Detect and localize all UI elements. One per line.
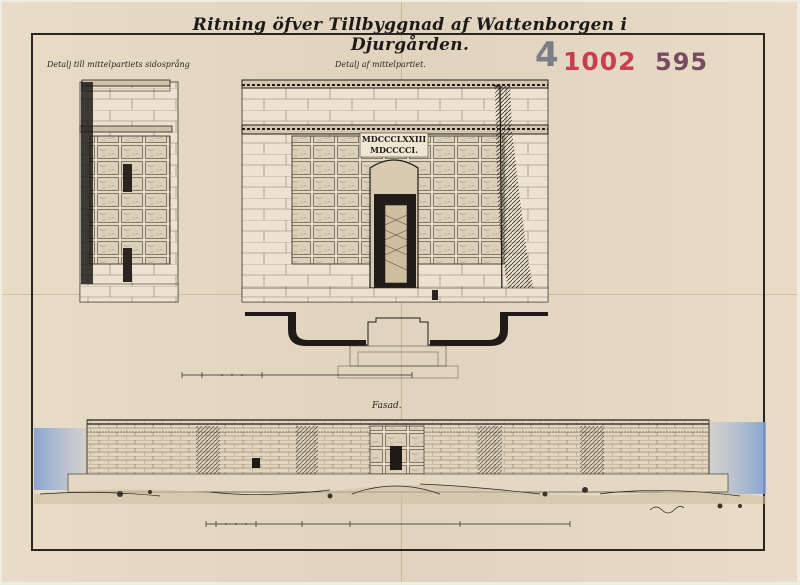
- architect-signature: [649, 506, 685, 514]
- side-detail-elevation: [79, 79, 179, 303]
- archive-stamp-purple-number: 595: [655, 48, 709, 76]
- caption-side-detail: Detalj till mittelpartiets sidosprång: [47, 60, 190, 69]
- plan-section: [245, 312, 548, 379]
- caption-middle-detail: Detalj af mittelpartiet.: [335, 60, 426, 69]
- inscription-year-1: MDCCCLXXIII: [362, 134, 426, 144]
- inscription-year-2: MDCCCCI.: [370, 145, 418, 155]
- archive-stamp-red-number: 1002: [563, 47, 637, 76]
- facade-elevation: [34, 419, 766, 509]
- scale-bar-upper: [181, 372, 413, 378]
- archive-stamp-letter: 4: [535, 35, 559, 75]
- drawing-border: [31, 33, 765, 551]
- scale-bar-lower: [205, 521, 571, 527]
- middle-detail-elevation: MDCCCLXXIII MDCCCCI.: [241, 79, 549, 303]
- caption-facade: Fasad.: [372, 401, 402, 411]
- drawing-title: Ritning öfver Tillbyggnad af Wattenborge…: [192, 15, 628, 55]
